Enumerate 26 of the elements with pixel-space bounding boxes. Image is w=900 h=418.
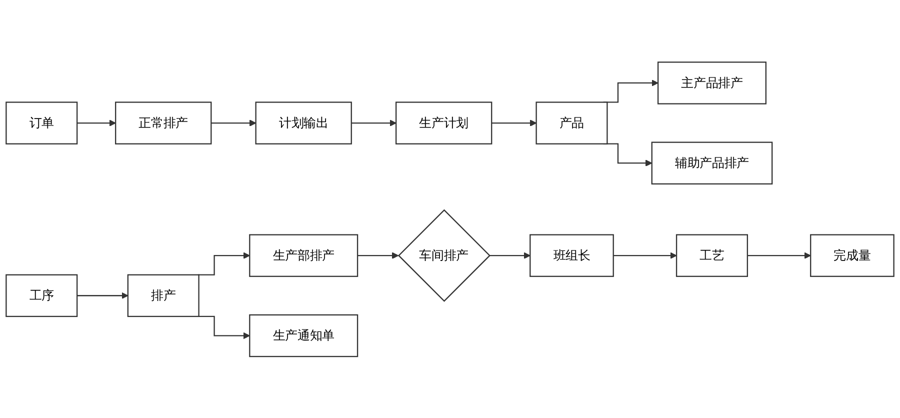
node-box: 正常排产 (115, 101, 212, 144)
node-box: 产品 (536, 101, 608, 144)
arrow (211, 119, 256, 126)
node-box: 订单 (6, 101, 78, 144)
node-box: 生产部排产 (249, 234, 358, 277)
arrow (351, 119, 396, 126)
arrow (489, 252, 530, 259)
node-box: 计划输出 (255, 101, 352, 144)
arrow (358, 252, 399, 259)
node-box: 辅助产品排产 (651, 141, 773, 184)
arrow (492, 119, 537, 126)
node-box: 班组长 (530, 234, 614, 277)
node-box: 主产品排产 (657, 61, 766, 104)
node-diamond: 车间排产 (398, 208, 490, 302)
arrow (77, 119, 116, 126)
arrow (198, 252, 250, 276)
node-box: 排产 (127, 274, 200, 317)
node-box: 工艺 (676, 234, 748, 277)
arrow (198, 316, 250, 339)
node-box: 完成量 (810, 234, 894, 277)
arrow (747, 252, 811, 259)
node-box: 工序 (6, 274, 78, 317)
arrow (77, 292, 128, 299)
arrow (613, 252, 677, 259)
node-box: 生产通知单 (249, 314, 358, 357)
node-box: 生产计划 (395, 101, 492, 144)
